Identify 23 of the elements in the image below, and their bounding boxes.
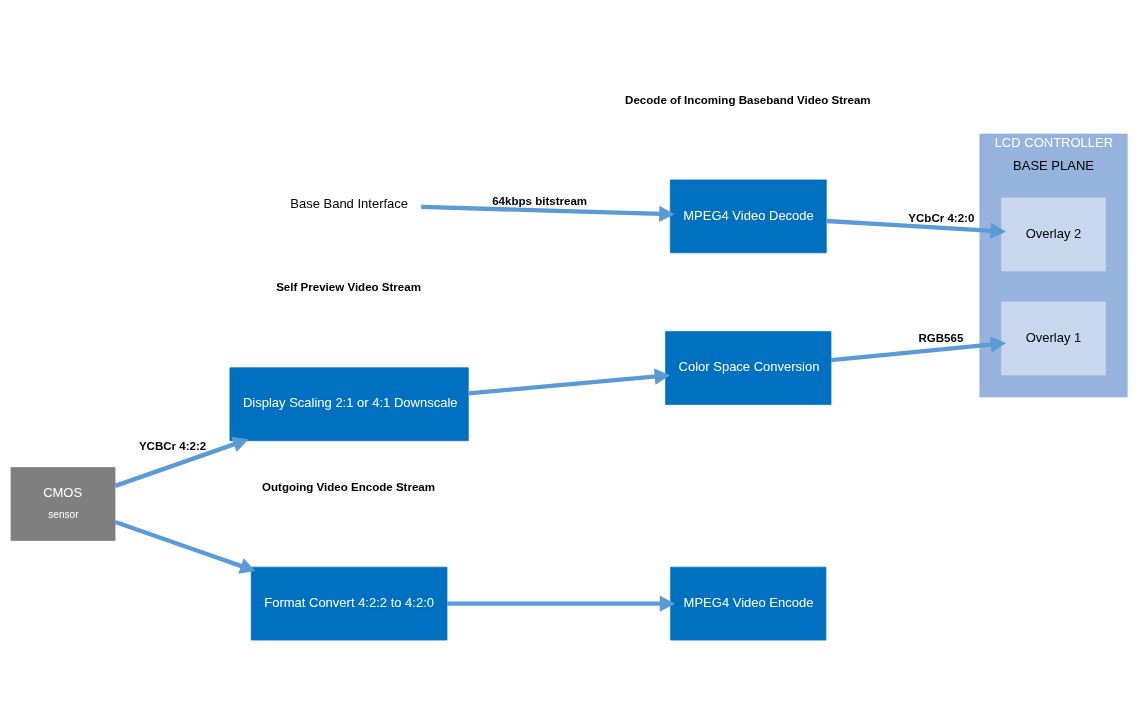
node-box: MPEG4 Video Decode xyxy=(669,179,827,254)
node-box: Overlay 1 xyxy=(1001,301,1106,376)
label: Outgoing Video Encode Stream xyxy=(262,480,436,493)
node-box: Overlay 2 xyxy=(1001,197,1106,272)
edge-label: YCBCr 4:2:2 xyxy=(138,439,207,452)
arrow xyxy=(114,519,256,574)
arrow xyxy=(421,204,675,222)
edge-label: 64kbps bitstream xyxy=(492,195,588,208)
node-box: Format Convert 4:2:2 to 4:2:0 xyxy=(250,566,448,641)
node-box: MPEG4 Video Encode xyxy=(670,566,827,641)
node-box: CMOS sensor xyxy=(10,467,116,541)
edge-label: YCbCr 4:2:0 xyxy=(908,212,975,225)
label: Self Preview Video Stream xyxy=(276,281,421,294)
arrow xyxy=(830,336,1007,363)
arrow xyxy=(826,218,1006,239)
node-box: Color Space Conversion xyxy=(665,331,832,405)
arrow xyxy=(468,368,671,396)
arrow xyxy=(114,436,249,488)
arrow xyxy=(447,595,676,612)
label: Decode of Incoming Baseband Video Stream xyxy=(625,93,871,106)
node-text: Base Band Interface xyxy=(290,196,409,211)
node-box: Display Scaling 2:1 or 4:1 Downscale xyxy=(229,367,469,442)
edge-label: RGB565 xyxy=(918,331,964,344)
